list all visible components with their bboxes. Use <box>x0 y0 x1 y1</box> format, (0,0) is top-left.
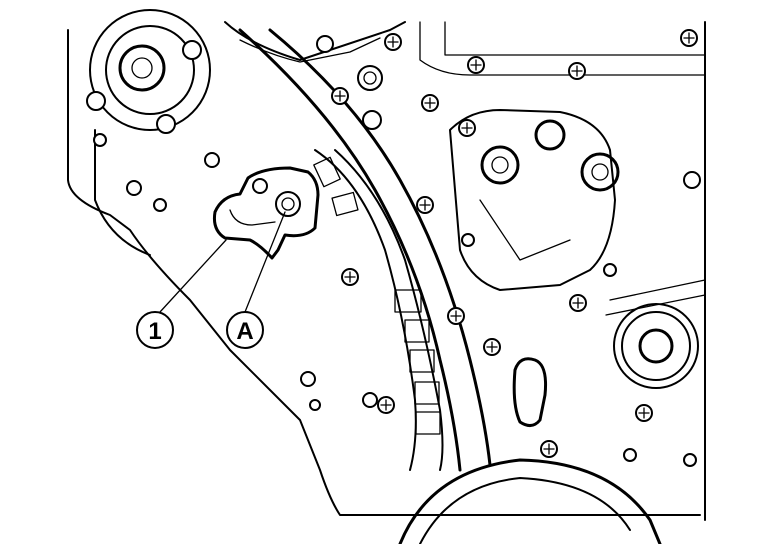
bolt <box>331 87 349 105</box>
mounting-holes <box>93 110 701 467</box>
cam-housing <box>449 109 620 291</box>
bolt <box>569 294 587 312</box>
bolt <box>568 62 586 80</box>
bolt <box>680 29 698 47</box>
callout-1-label: 1 <box>148 318 161 345</box>
callout-a: A <box>226 311 264 349</box>
oil-port <box>512 357 547 427</box>
bolt <box>635 404 653 422</box>
bolt <box>540 440 558 458</box>
callout-a-label: A <box>236 318 253 345</box>
crank-pulley <box>398 458 662 544</box>
chain-guide <box>313 149 444 471</box>
callout-leaders <box>159 211 286 313</box>
idler-sprocket <box>605 279 706 389</box>
bolt-heads <box>331 29 698 458</box>
chain-tensioner <box>213 166 320 260</box>
bolt <box>447 307 465 325</box>
bolt <box>341 268 359 286</box>
upper-sprocket <box>224 21 406 91</box>
bolt <box>483 338 501 356</box>
engine-block-outline <box>67 21 706 521</box>
bolt <box>458 119 476 137</box>
bolt <box>377 396 395 414</box>
bolt <box>467 56 485 74</box>
bolt <box>384 33 402 51</box>
bolt <box>416 196 434 214</box>
camshaft-sprocket <box>86 9 211 134</box>
bolt <box>421 94 439 112</box>
callout-1: 1 <box>136 311 174 349</box>
